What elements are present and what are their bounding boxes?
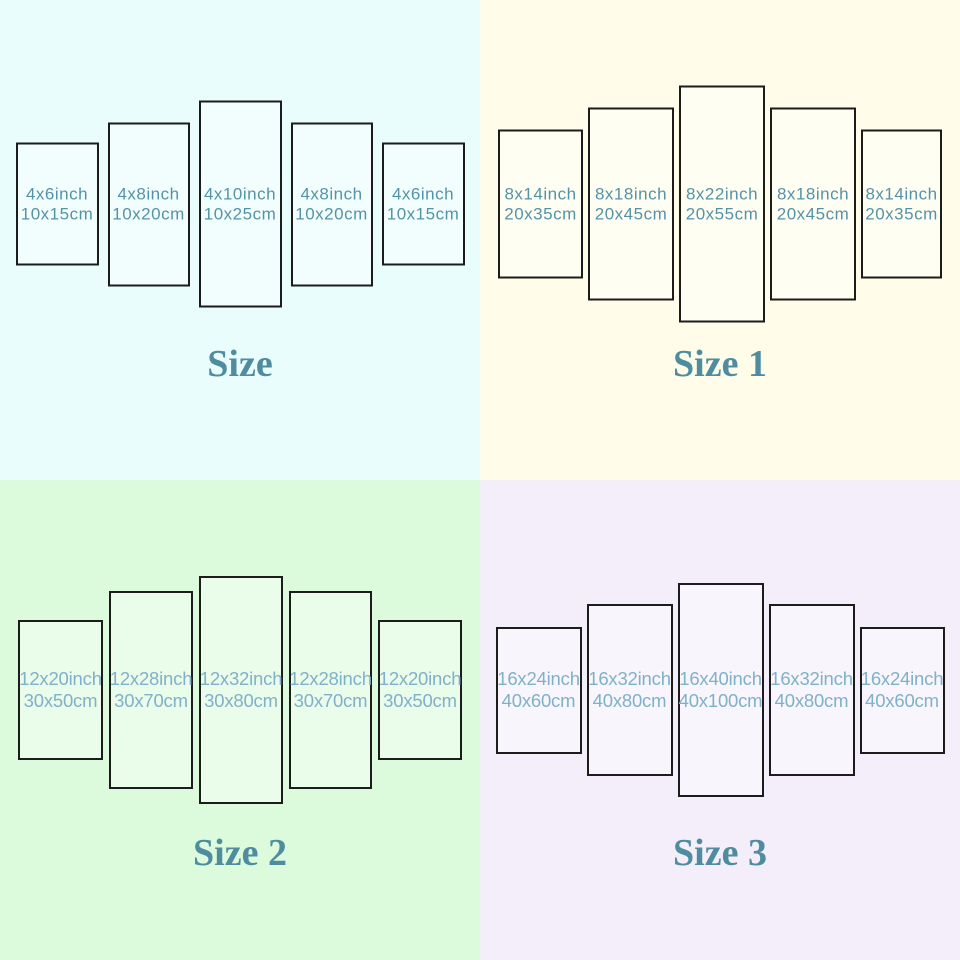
panel-size-cm: 10x20cm	[112, 204, 185, 223]
panel-size-inch: 12x20inch	[378, 668, 462, 689]
quadrant-title: Size 1	[673, 343, 767, 385]
panel-size-inch: 16x24inch	[497, 668, 580, 689]
panel-size-cm: 30x80cm	[204, 690, 278, 711]
panel-size-cm: 20x35cm	[504, 204, 577, 223]
panel-size-cm: 40x60cm	[501, 690, 576, 711]
panel-size-inch: 8x18inch	[594, 184, 668, 203]
panel-size-inch: 4x10inch	[203, 184, 277, 203]
panel-size-cm: 30x70cm	[293, 690, 368, 711]
panel-size-inch: 16x40inch	[679, 668, 762, 689]
panel-size-inch: 4x8inch	[300, 184, 363, 203]
panel-size-cm: 40x80cm	[592, 690, 667, 711]
panel-size-cm: 40x80cm	[774, 690, 849, 711]
panel-size-cm: 10x20cm	[295, 204, 368, 223]
panel-size-cm: 40x100cm	[678, 690, 763, 711]
panel-size-inch: 4x8inch	[117, 184, 180, 203]
panel-size-inch: 8x18inch	[776, 184, 850, 203]
quadrant-title: Size 2	[193, 832, 287, 874]
panel-size-inch: 8x22inch	[685, 184, 759, 203]
quadrant-title: Size 3	[673, 832, 767, 874]
panel-size-inch: 12x28inch	[289, 668, 372, 689]
panel-size-inch: 4x6inch	[25, 184, 89, 203]
panel-size-inch: 16x32inch	[770, 668, 853, 689]
panel-size-inch: 12x20inch	[19, 668, 102, 689]
panel-size-cm: 20x45cm	[594, 204, 668, 223]
panel-size-cm: 30x50cm	[383, 690, 457, 711]
panel-size-inch: 16x32inch	[588, 668, 671, 689]
panel-size-cm: 10x15cm	[386, 204, 460, 223]
panel-size-inch: 4x6inch	[391, 184, 455, 203]
panel-size-inch: 16x24inch	[860, 668, 944, 689]
quadrant-title: Size	[207, 343, 273, 385]
panel-size-cm: 10x25cm	[203, 204, 277, 223]
panel-size-inch: 8x14inch	[504, 184, 577, 203]
panel-size-inch: 12x28inch	[109, 668, 193, 689]
panel-size-cm: 20x55cm	[685, 204, 759, 223]
panel-size-cm: 30x50cm	[23, 690, 98, 711]
panel-size-inch: 12x32inch	[199, 668, 283, 689]
panel-size-cm: 10x15cm	[20, 204, 94, 223]
panel-size-inch: 8x14inch	[865, 184, 938, 203]
panel-size-cm: 20x45cm	[776, 204, 850, 223]
panel-size-cm: 20x35cm	[865, 204, 938, 223]
panel-size-cm: 40x60cm	[865, 690, 939, 711]
panel-size-cm: 30x70cm	[114, 690, 188, 711]
